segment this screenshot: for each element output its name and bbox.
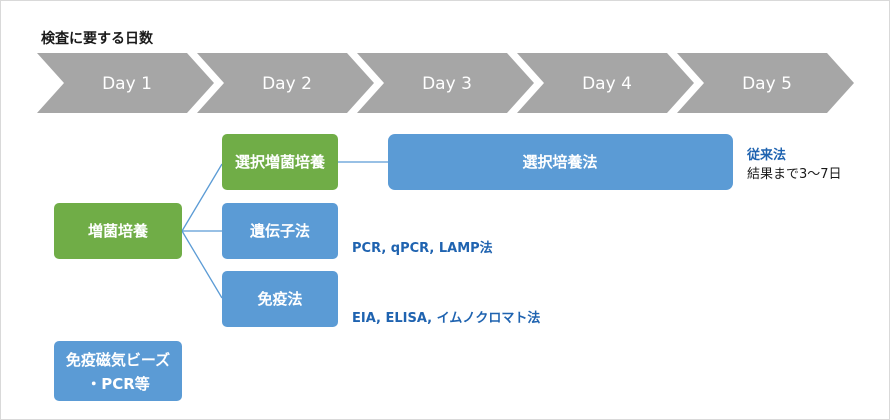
day-label: Day 2 [262, 74, 312, 94]
day-label: Day 3 [422, 74, 472, 94]
node-label-line2: ・PCR等 [86, 375, 150, 393]
node-immuno: 免疫法 [222, 271, 338, 327]
node-selective-culture: 選択培養法 [388, 134, 733, 190]
chevron-shape [357, 53, 534, 113]
node-label: 選択培養法 [522, 153, 597, 171]
node-immunomagnetic-beads: 免疫磁気ビーズ ・PCR等 [54, 341, 182, 401]
node-label: 選択増菌培養 [235, 153, 326, 171]
node-label-line1: 免疫磁気ビーズ [66, 351, 170, 369]
node-box [388, 134, 733, 190]
day-label: Day 5 [742, 74, 792, 94]
node-box [54, 341, 182, 401]
node-genetic: 遺伝子法 [222, 203, 338, 259]
chevron-shape [37, 53, 214, 113]
note-genetic-methods: PCR, qPCR, LAMP法 [352, 240, 493, 256]
timeline-step-4: Day 4 [517, 53, 694, 113]
connector-enrich-to-immuno [181, 230, 223, 299]
diagram-title: 検査に要する日数 [41, 30, 154, 47]
day-label: Day 1 [102, 74, 152, 94]
node-selective-enrichment: 選択増菌培養 [222, 134, 338, 190]
timeline-step-5: Day 5 [677, 53, 854, 113]
chevron-shape [677, 53, 854, 113]
node-box [222, 203, 338, 259]
chevron-shape [517, 53, 694, 113]
node-label: 遺伝子法 [249, 222, 310, 240]
node-label: 免疫法 [257, 290, 302, 308]
note-immuno-methods: EIA, ELISA, イムノクロマト法 [352, 310, 540, 326]
node-box [222, 134, 338, 190]
note-conventional-detail: 結果まで3～7日 [747, 167, 842, 182]
timeline: Day 1 Day 2 Day 3 Day 4 Day 5 [37, 53, 854, 113]
connector-enrich-to-selective [181, 163, 223, 232]
timeline-step-1: Day 1 [37, 53, 214, 113]
chevron-shape [197, 53, 374, 113]
timeline-step-2: Day 2 [197, 53, 374, 113]
node-box [54, 203, 182, 259]
node-label: 増菌培養 [88, 222, 149, 240]
connectors [181, 161, 388, 299]
day-label: Day 4 [582, 74, 632, 94]
node-box [222, 271, 338, 327]
note-conventional-title: 従来法 [746, 147, 786, 163]
timeline-step-3: Day 3 [357, 53, 534, 113]
node-enrichment: 増菌培養 [54, 203, 182, 259]
